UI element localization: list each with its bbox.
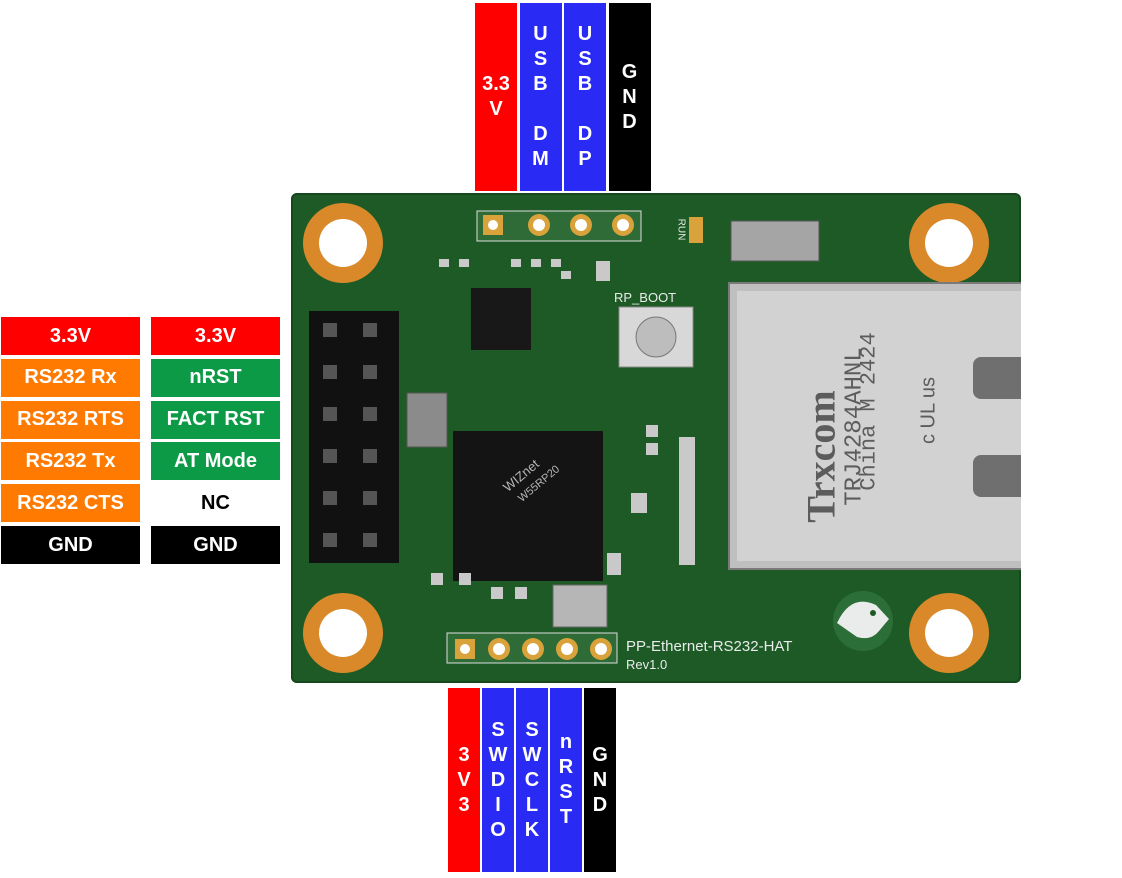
top-header-pin-1: U S B D M bbox=[519, 3, 562, 191]
side-pin-header-icon bbox=[309, 311, 399, 563]
left-col1-pin-2: RS232 RTS bbox=[1, 400, 140, 439]
rj45-jack-icon bbox=[728, 282, 1021, 570]
left-col1-pin-0: 3.3V bbox=[1, 317, 140, 355]
left-col2-pin-3: AT Mode bbox=[151, 442, 280, 481]
usb-chip-icon bbox=[471, 288, 531, 350]
rj45-jack-text-area: Trxcom TRJ4284AHNL China M 2424 c UL us bbox=[729, 283, 1113, 569]
mounting-hole-br-icon bbox=[909, 593, 989, 673]
bottom-header-pin-0: 3 V 3 bbox=[448, 688, 480, 872]
jack-origin: China M 2424 bbox=[856, 332, 882, 491]
boot-label: RP_BOOT bbox=[614, 290, 677, 305]
top-header-pin-0: 3.3 V bbox=[475, 3, 517, 191]
left-col1-pin-3: RS232 Tx bbox=[1, 442, 140, 481]
brand-logo-icon bbox=[833, 591, 893, 651]
main-chip-icon bbox=[453, 431, 603, 581]
mounting-hole-bl-icon bbox=[303, 593, 383, 673]
top-header-pin-3: G N D bbox=[608, 3, 651, 191]
board-rev: Rev1.0 bbox=[626, 657, 668, 672]
bottom-header-pin-3: n R S T bbox=[550, 688, 582, 872]
left-col1-pin-1: RS232 Rx bbox=[1, 358, 140, 397]
left-col2-pin-0: 3.3V bbox=[151, 317, 280, 355]
board-name: PP-Ethernet-RS232-HAT bbox=[626, 638, 793, 655]
left-col2-pin-4: NC bbox=[151, 484, 280, 523]
left-col2-pin-1: nRST bbox=[151, 358, 280, 397]
mounting-hole-tr-icon bbox=[909, 203, 989, 283]
run-label: RUN bbox=[675, 218, 687, 241]
smd-components-icon bbox=[431, 259, 695, 599]
oscillator-icon bbox=[552, 584, 608, 628]
left-col1-pin-4: RS232 CTS bbox=[1, 484, 140, 523]
boot-button-icon bbox=[618, 306, 694, 368]
top-header-pin-2: U S B D P bbox=[564, 3, 606, 191]
bottom-header-pin-2: S W C L K bbox=[516, 688, 548, 872]
bottom-pin-header-icon bbox=[446, 632, 618, 664]
crystal-icon bbox=[406, 392, 448, 448]
fuse-icon bbox=[730, 220, 820, 262]
mounting-hole-tl-icon bbox=[303, 203, 383, 283]
left-col2-pin-5: GND bbox=[151, 526, 280, 564]
left-col2-pin-2: FACT RST bbox=[151, 400, 280, 439]
top-pin-header-icon bbox=[476, 210, 642, 242]
jack-brand: Trxcom bbox=[798, 390, 844, 523]
left-col1-pin-5: GND bbox=[1, 526, 140, 564]
run-led-icon bbox=[689, 217, 703, 243]
jack-cert: c UL us bbox=[917, 376, 940, 445]
pcb-artwork bbox=[303, 203, 1021, 673]
bottom-header-pin-4: G N D bbox=[584, 688, 616, 872]
bottom-header-pin-1: S W D I O bbox=[482, 688, 514, 872]
